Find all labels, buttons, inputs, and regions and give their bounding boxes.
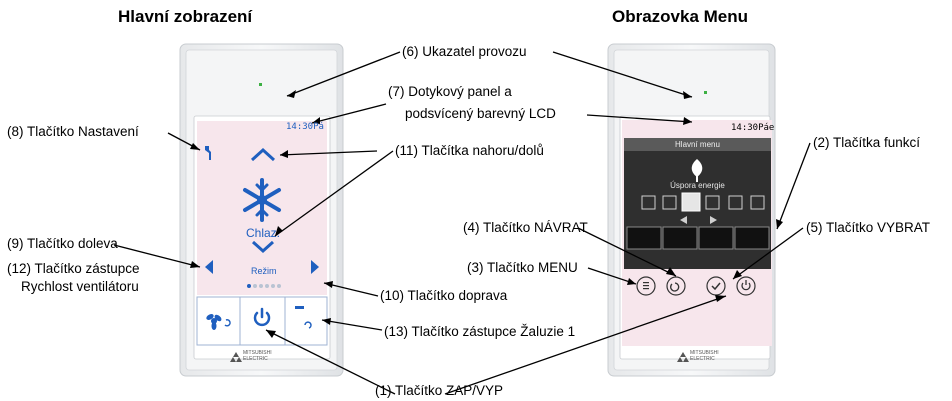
callout-12a: (12) Tlačítko zástupce [7,261,140,276]
left-device [179,43,344,377]
callout-5: (5) Tlačítko VYBRAT [806,220,931,235]
callout-10: (10) Tlačítko doprava [380,288,508,303]
menu-title: Hlavní menu [675,140,720,149]
mode-label: Chlaz. [246,226,281,240]
callout-7b: podsvícený barevný LCD [405,106,556,121]
menu-icons-row [641,192,765,212]
chevron-up-icon [250,147,276,162]
callout-11: (11) Tlačítka nahoru/dolů [395,143,544,158]
energy-saving-icon [691,159,703,182]
callout-13: (13) Tlačítko zástupce Žaluzie 1 [384,324,576,339]
arrow-left-icon [205,260,213,274]
mode-caption: Režim [251,266,277,276]
wrench-icon [205,146,211,160]
callout-9: (9) Tlačítko doleva [7,236,118,251]
power-icon-right [741,280,751,291]
louver-icon [295,306,312,329]
callout-3: (3) Tlačítko MENU [467,260,578,275]
function-buttons [626,226,770,250]
arrow-right-icon [311,260,319,274]
callout-2: (2) Tlačítka funkcí [813,135,921,150]
callout-6: (6) Ukazatel provozu [402,44,527,59]
left-clock: 14:30Pá [286,122,324,132]
callout-8: (8) Tlačítko Nastavení [7,124,139,139]
operation-indicator-led-right [704,91,707,94]
callout-4: (4) Tlačítko NÁVRAT [463,220,588,235]
mitsubishi-logo-icon [230,352,242,362]
menu-item-label: Úspora energie [670,181,725,190]
power-icon [253,307,271,327]
callout-7a: (7) Dotykový panel a [388,84,512,99]
return-icon [670,282,680,292]
menu-icon [643,282,649,290]
snowflake-icon [243,178,281,222]
callout-12b: Rychlost ventilátoru [21,279,139,294]
operation-indicator-led [259,83,262,86]
page-dots [247,284,281,288]
right-brand: MITSUBISHI ELECTRIC [690,350,719,362]
arrowheads [190,90,783,338]
left-brand: MITSUBISHI ELECTRIC [243,350,272,362]
right-device [607,43,776,377]
right-heading: Obrazovka Menu [612,7,749,26]
right-clock: 14:30Páe [731,123,775,133]
check-icon [711,282,721,291]
mitsubishi-logo-icon-right [677,352,689,362]
round-buttons [636,276,756,296]
chevron-down-icon [251,240,275,254]
callout-1: (1) Tlačítko ZAP/VYP [375,383,504,398]
left-heading: Hlavní zobrazení [118,7,253,26]
fan-icon [206,314,231,330]
